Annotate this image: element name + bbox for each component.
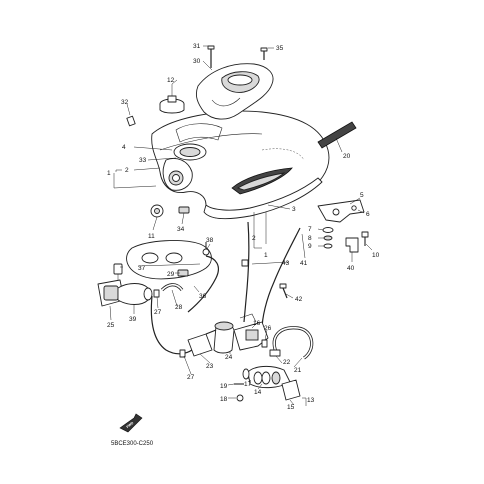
label-9: 9 <box>308 243 312 250</box>
fuel-cap-12[interactable] <box>159 84 185 114</box>
label-20: 20 <box>343 153 351 160</box>
diagram-code: 5BCE300-C250 <box>111 441 154 447</box>
label-16: 16 <box>253 320 261 327</box>
label-2a: 2 <box>125 167 129 174</box>
filter-39[interactable] <box>117 283 153 305</box>
label-7: 7 <box>308 226 312 233</box>
label-12: 12 <box>167 77 175 84</box>
hose-43[interactable] <box>241 221 250 323</box>
label-6: 6 <box>366 211 370 218</box>
pump-housing-36[interactable] <box>126 240 212 280</box>
bolt-10[interactable] <box>361 231 369 246</box>
part-labels: 31 35 30 12 32 4 33 2 1 20 5 3 6 7 8 9 2… <box>107 43 380 411</box>
label-33: 33 <box>139 157 147 164</box>
label-31: 31 <box>193 43 201 50</box>
label-27b: 27 <box>187 374 195 381</box>
label-32: 32 <box>121 99 129 106</box>
clip-38[interactable] <box>202 242 210 256</box>
label-43: 43 <box>282 260 290 267</box>
label-42: 42 <box>295 296 303 303</box>
label-26: 26 <box>264 325 272 332</box>
label-30: 30 <box>193 58 201 65</box>
gasket-17[interactable] <box>242 368 250 380</box>
emblem-strip-20[interactable] <box>317 121 357 149</box>
clamp-22[interactable] <box>269 349 281 357</box>
hose-41[interactable] <box>261 227 301 331</box>
bracket-40[interactable] <box>345 237 359 253</box>
label-36: 36 <box>199 293 207 300</box>
label-10: 10 <box>372 252 380 259</box>
label-5: 5 <box>360 192 364 199</box>
washer-8[interactable] <box>323 235 333 241</box>
hose-28[interactable] <box>160 283 184 292</box>
label-1b: 1 <box>264 252 268 259</box>
label-17: 17 <box>244 381 252 388</box>
damper-34[interactable] <box>178 206 190 214</box>
label-23: 23 <box>206 363 214 370</box>
label-13: 13 <box>307 397 315 404</box>
label-24: 24 <box>225 354 233 361</box>
fitting-13[interactable] <box>281 379 301 401</box>
label-8: 8 <box>308 235 312 242</box>
fuel-filter-23[interactable] <box>187 329 217 357</box>
label-3: 3 <box>292 206 296 213</box>
label-21: 21 <box>294 367 302 374</box>
tank-cover-30[interactable] <box>195 63 274 120</box>
label-22: 22 <box>283 359 291 366</box>
clamp-27a[interactable] <box>153 289 160 298</box>
label-1a: 1 <box>107 170 111 177</box>
label-40: 40 <box>347 265 355 272</box>
rear-bracket-5[interactable] <box>317 199 365 223</box>
label-11: 11 <box>148 233 155 240</box>
label-27a: 27 <box>154 309 162 316</box>
screw-31[interactable] <box>207 45 215 68</box>
grommet-11[interactable] <box>150 204 164 218</box>
label-2b: 2 <box>252 235 256 242</box>
bolt-9[interactable] <box>323 243 333 249</box>
filler-ring-33[interactable] <box>173 123 223 161</box>
label-19: 19 <box>220 383 228 390</box>
label-41: 41 <box>300 260 308 267</box>
label-14: 14 <box>254 389 262 396</box>
label-29: 29 <box>167 271 175 278</box>
fuel-strainer-14[interactable] <box>247 365 291 389</box>
clip-32[interactable] <box>126 115 136 127</box>
leader-lines <box>109 45 373 406</box>
hose-21[interactable] <box>272 326 314 360</box>
forward-arrow-icon: FWD <box>119 413 143 433</box>
label-15: 15 <box>287 404 295 411</box>
label-37: 37 <box>138 265 146 272</box>
washer-7[interactable] <box>322 227 334 233</box>
screw-35[interactable] <box>260 47 268 60</box>
filter-24[interactable] <box>213 321 235 354</box>
clamp-42[interactable] <box>279 283 288 299</box>
label-4: 4 <box>122 144 126 151</box>
sensor-37[interactable] <box>113 263 123 282</box>
clamp-27b[interactable] <box>179 349 186 358</box>
hose-36[interactable] <box>187 255 219 313</box>
fwd-label: FWD <box>126 421 135 429</box>
fuel-tank[interactable] <box>151 110 330 220</box>
label-28: 28 <box>175 304 183 311</box>
hose-long[interactable] <box>150 295 193 355</box>
label-25: 25 <box>107 322 115 329</box>
label-38: 38 <box>206 237 214 244</box>
screw-18[interactable] <box>236 394 244 402</box>
clamp-26[interactable] <box>261 339 268 348</box>
label-35: 35 <box>276 45 284 52</box>
label-34: 34 <box>177 226 185 233</box>
label-39: 39 <box>129 316 137 323</box>
label-18: 18 <box>220 396 228 403</box>
